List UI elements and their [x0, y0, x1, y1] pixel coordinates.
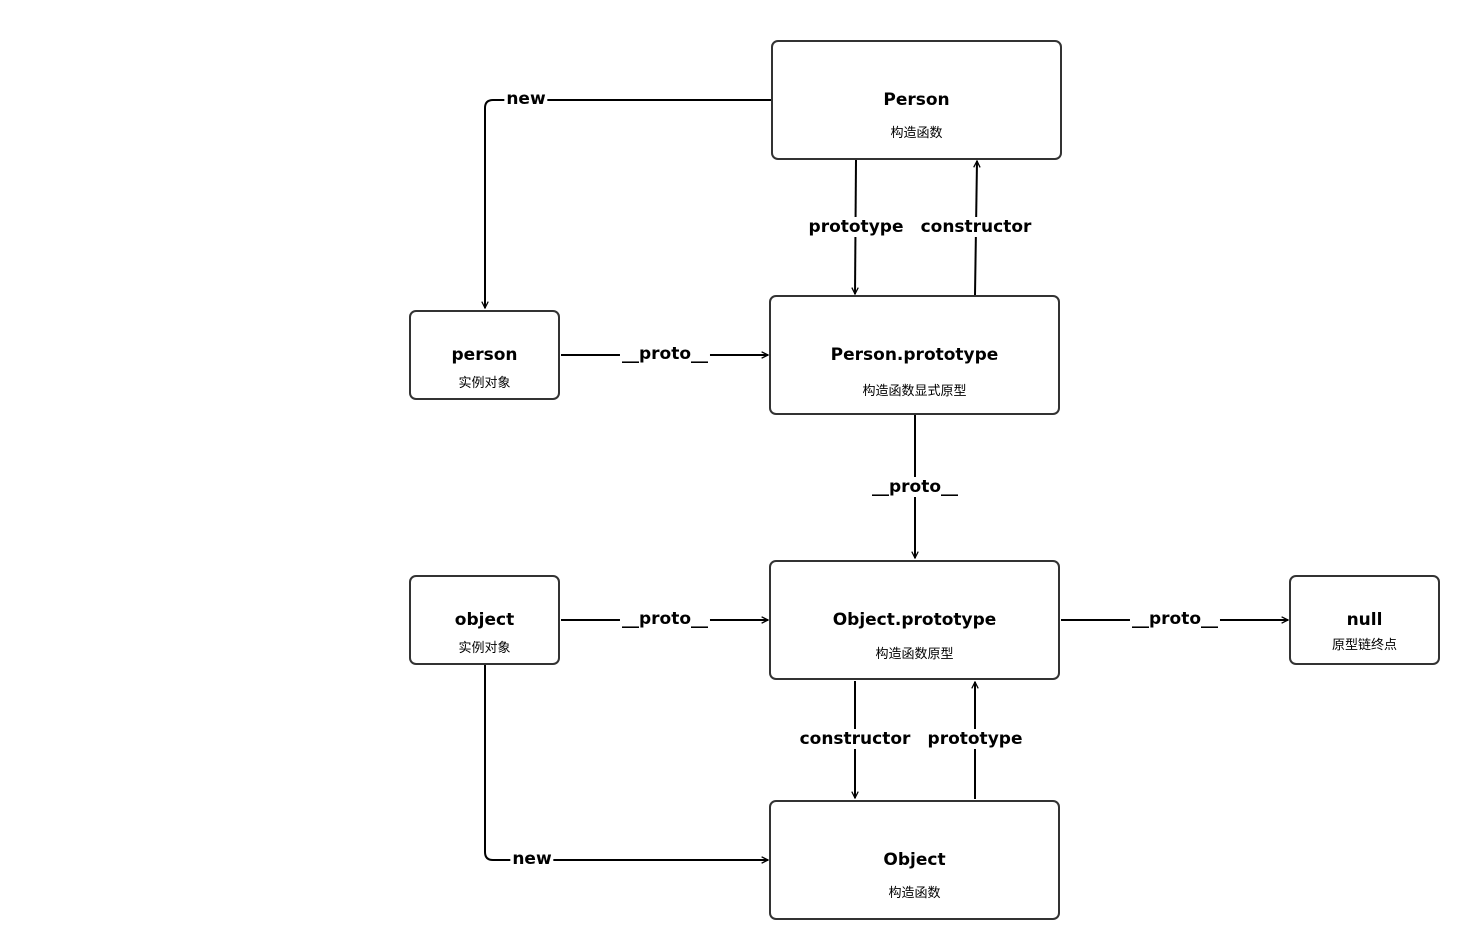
- edge-label-object-constructor: constructor: [797, 729, 913, 749]
- node-title: object: [454, 610, 515, 630]
- node-person-constructor: Person 构造函数: [771, 40, 1062, 160]
- node-title: null: [1346, 610, 1383, 630]
- node-subtitle: 构造函数显式原型: [862, 384, 967, 399]
- edge-label-person-constructor: constructor: [918, 217, 1034, 237]
- node-object-prototype: Object.prototype 构造函数原型: [769, 560, 1060, 680]
- edge-label-person-prototype-proto: __proto__: [869, 477, 961, 497]
- node-object-constructor: Object 构造函数: [769, 800, 1060, 920]
- node-subtitle: 实例对象: [458, 376, 511, 391]
- edge-label-person-prototype: prototype: [806, 217, 906, 237]
- edge-label-person-new: new: [504, 89, 548, 109]
- node-subtitle: 原型链终点: [1331, 638, 1397, 653]
- node-person-instance: person 实例对象: [409, 310, 560, 400]
- node-subtitle: 构造函数原型: [875, 647, 954, 662]
- node-subtitle: 构造函数: [890, 126, 943, 141]
- node-object-instance: object 实例对象: [409, 575, 560, 665]
- edge-label-person-proto: __proto__: [619, 344, 711, 364]
- edge-person-new: [485, 99, 771, 308]
- node-title: person: [451, 345, 518, 365]
- edge-label-object-proto: __proto__: [619, 609, 711, 629]
- edge-label-object-new: new: [510, 849, 554, 869]
- node-title: Object: [883, 850, 946, 870]
- edge-object-new: [484, 665, 768, 860]
- node-title: Person.prototype: [830, 345, 999, 365]
- node-title: Person: [883, 90, 950, 110]
- node-title: Object.prototype: [832, 610, 997, 630]
- edge-label-object-prototype: prototype: [925, 729, 1025, 749]
- node-subtitle: 实例对象: [458, 641, 511, 656]
- node-person-prototype: Person.prototype 构造函数显式原型: [769, 295, 1060, 415]
- node-null: null 原型链终点: [1289, 575, 1440, 665]
- node-subtitle: 构造函数: [888, 886, 941, 901]
- edge-label-object-prototype-proto: __proto__: [1129, 609, 1221, 629]
